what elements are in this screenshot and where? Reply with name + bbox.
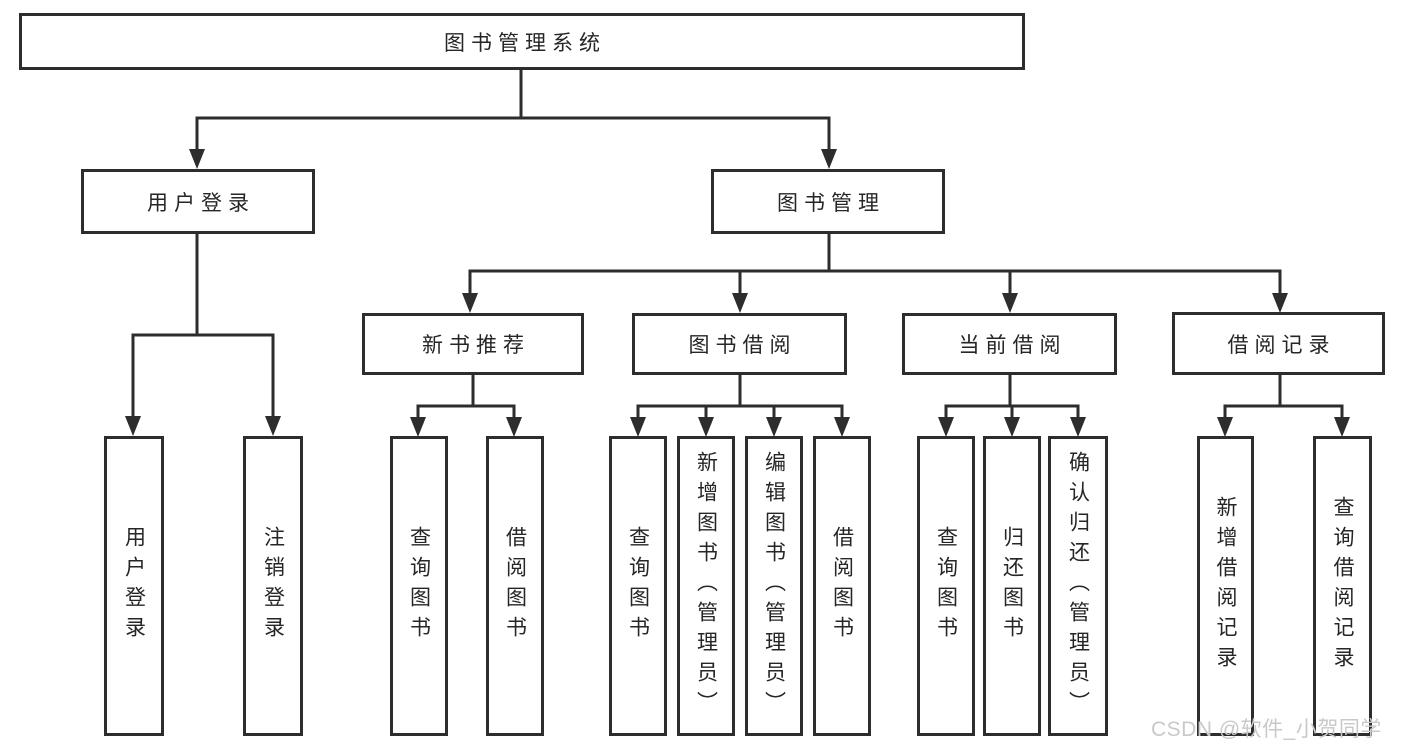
leaf-label: 新增借阅记录	[1214, 496, 1237, 676]
leaf-query-books-current: 查询图书	[917, 436, 975, 736]
leaf-return-books: 归还图书	[983, 436, 1041, 736]
leaf-label: 编辑图书（管理员）	[762, 451, 786, 721]
node-label: 图书借阅	[688, 334, 797, 357]
leaf-label: 查询图书	[407, 526, 431, 646]
leaf-edit-books-admin: 编辑图书（管理员）	[745, 436, 803, 736]
leaf-label: 注销登录	[261, 526, 285, 646]
node-label: 借阅记录	[1227, 333, 1336, 357]
node-book-borrowing: 图书借阅	[632, 313, 847, 375]
node-label: 用户登录	[147, 191, 255, 215]
leaf-user-login: 用户登录	[104, 436, 164, 736]
leaf-add-books-admin: 新增图书（管理员）	[677, 436, 735, 736]
node-new-book-recommend: 新书推荐	[362, 313, 584, 375]
leaf-label: 用户登录	[122, 526, 146, 646]
leaf-label: 借阅图书	[830, 526, 854, 646]
leaf-label: 查询借阅记录	[1331, 496, 1354, 676]
node-label: 图书管理系统	[444, 31, 606, 55]
node-current-borrowing: 当前借阅	[902, 313, 1117, 375]
leaf-label: 查询图书	[626, 526, 650, 646]
node-label: 图书管理	[777, 191, 885, 215]
node-borrowing-records: 借阅记录	[1172, 312, 1385, 375]
leaf-query-borrow-record: 查询借阅记录	[1313, 436, 1372, 736]
leaf-label: 查询图书	[934, 526, 958, 646]
node-label: 新书推荐	[422, 334, 530, 357]
leaf-add-borrow-record: 新增借阅记录	[1197, 436, 1254, 736]
node-book-management: 图书管理	[711, 169, 945, 234]
leaf-label: 确认归还（管理员）	[1066, 451, 1090, 721]
leaf-label: 归还图书	[1000, 526, 1024, 646]
leaf-borrow-books-recommend: 借阅图书	[486, 436, 544, 736]
node-label: 当前借阅	[958, 334, 1067, 357]
leaf-label: 借阅图书	[503, 526, 527, 646]
leaf-query-books-borrowing: 查询图书	[609, 436, 667, 736]
leaf-logout: 注销登录	[243, 436, 303, 736]
leaf-confirm-return-admin: 确认归还（管理员）	[1048, 436, 1108, 736]
node-root-library-system: 图书管理系统	[19, 13, 1025, 70]
node-user-login: 用户登录	[81, 169, 315, 234]
leaf-query-books-recommend: 查询图书	[390, 436, 448, 736]
csdn-watermark: CSDN @软件_小贺同学	[1151, 718, 1382, 741]
leaf-label: 新增图书（管理员）	[694, 451, 718, 721]
leaf-borrow-books-borrowing: 借阅图书	[813, 436, 871, 736]
